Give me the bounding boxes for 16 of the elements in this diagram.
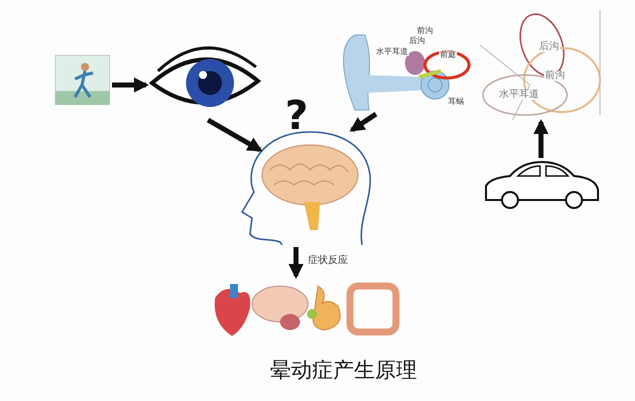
- part-label: 前庭: [439, 51, 457, 59]
- arrow: [288, 247, 304, 279]
- edge-label: 症状反应: [308, 256, 348, 266]
- arrow: [350, 112, 378, 132]
- part-label: 前沟: [544, 71, 566, 81]
- arrow: [112, 78, 149, 92]
- part-label: 耳蜗: [447, 98, 465, 106]
- part-label: 水平耳道: [375, 48, 409, 56]
- arrow: [206, 118, 263, 152]
- part-label: 水平耳道: [498, 90, 540, 100]
- question-mark: ?: [285, 96, 308, 136]
- caption: 晕动症产生原理: [270, 357, 417, 384]
- arrow: [534, 119, 548, 158]
- part-label: 前沟: [416, 27, 434, 35]
- part-label: 后沟: [538, 42, 560, 52]
- part-label: 后沟: [408, 37, 426, 45]
